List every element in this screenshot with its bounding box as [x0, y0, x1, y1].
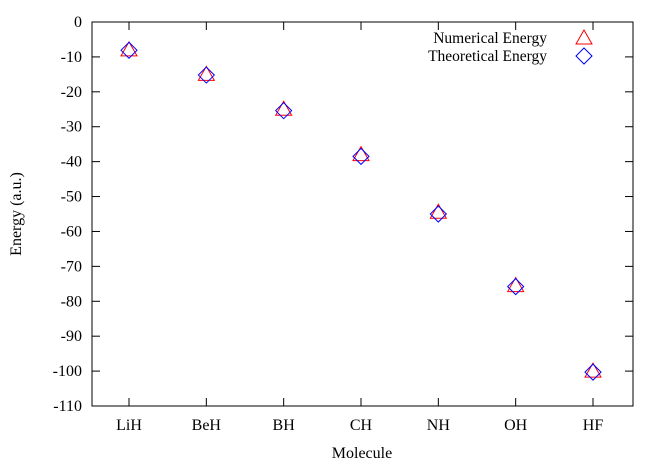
plot-frame: [91, 21, 634, 407]
x-axis-ticks: LiH BeH BH CH NH OH HF: [116, 22, 603, 434]
legend-label: Numerical Energy: [433, 30, 547, 47]
y-tick-label: -20: [61, 84, 82, 101]
y-tick-label: 0: [74, 14, 82, 31]
x-tick-label: LiH: [116, 417, 142, 434]
x-tick-label: CH: [350, 417, 373, 434]
y-tick-label: -60: [61, 223, 82, 240]
theoretical-energy-point: [352, 147, 370, 166]
numerical-energy-point: [584, 362, 602, 378]
x-tick-label: NH: [427, 417, 451, 434]
numerical-energy-point: [429, 203, 448, 219]
y-tick-label: -100: [53, 363, 82, 380]
x-tick-label: OH: [504, 417, 528, 434]
y-tick-label: -90: [61, 328, 82, 345]
y-tick-label: -10: [61, 49, 82, 66]
theoretical-energy-point: [584, 363, 602, 381]
y-axis-ticks: 0 -10 -20 -30 -40 -50 -60 -70 -80 -90 -100 -110: [53, 14, 633, 415]
numerical-energy-point: [274, 100, 293, 116]
x-axis-label: Molecule: [332, 445, 392, 462]
y-tick-label: -80: [61, 293, 82, 310]
numerical-energy-point: [352, 145, 370, 162]
numerical-energy-point: [120, 40, 138, 57]
theoretical-energy-point: [197, 66, 216, 84]
legend-triangle-icon: [575, 28, 593, 45]
data-markers: [120, 40, 602, 381]
y-tick-label: -30: [61, 119, 82, 136]
y-tick-label: -110: [53, 398, 82, 415]
y-tick-label: -50: [61, 189, 82, 206]
numerical-energy-point: [197, 65, 216, 81]
x-tick-label: BeH: [192, 417, 222, 434]
theoretical-energy-point: [506, 277, 525, 296]
legend-diamond-icon: [575, 47, 593, 65]
theoretical-energy-point: [120, 41, 138, 59]
legend-label: Theoretical Energy: [428, 48, 547, 65]
y-tick-label: -70: [61, 258, 82, 275]
theoretical-energy-point: [274, 101, 293, 120]
theoretical-energy-point: [429, 205, 448, 223]
y-tick-label: -40: [61, 154, 82, 171]
y-axis-label: Energy (a.u.): [8, 172, 25, 256]
numerical-energy-point: [506, 276, 525, 293]
x-tick-label: HF: [583, 417, 604, 434]
x-tick-label: BH: [273, 417, 296, 434]
